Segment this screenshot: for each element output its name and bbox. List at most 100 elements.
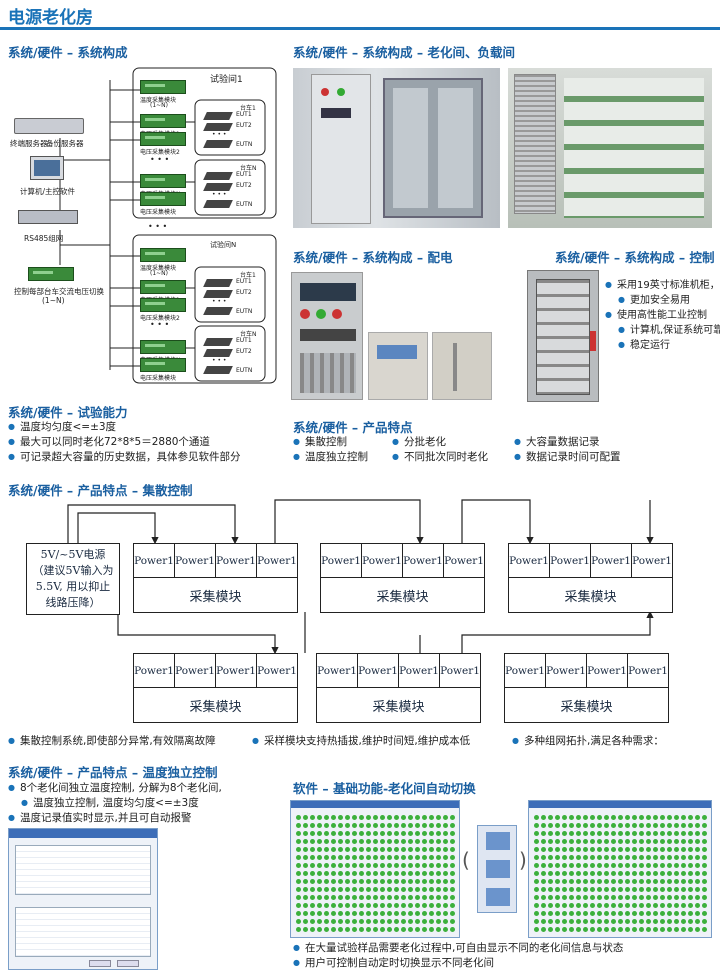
power-slot: Power1 [402,543,444,578]
eut-icon [203,290,233,298]
temp-bullet: 温度记录值实时显示,并且可自动报警 [8,811,222,826]
software-screen-left [290,800,460,938]
software-bullet: 在大量试验样品需要老化过程中,可自由显示不同的老化间信息与状态 [293,941,623,956]
eutN-label: EUTN [236,308,253,315]
section-test-capability: 系统/硬件 – 试验能力 [8,405,128,420]
rs485-label: RS485组网 [24,234,64,243]
temp-bullets: 8个老化间独立温度控制, 分解为8个老化间, 温度独立控制, 温度均匀度<=±3… [8,781,222,826]
power-source-line1: 5V/~5V电源 [40,548,106,561]
computer-label: 计算机/主控软件 [20,187,76,196]
ctrl-board-label: 控制每部台车交流电压切换 [14,287,104,296]
aging-room-photo [293,68,500,228]
feature-item: 集散控制 [293,435,347,450]
test-capability-item: 可记录超大容量的历史数据，具体参见软件部分 [8,450,241,465]
decentral-bullet: 采样模块支持热插拔,维护时间短,维护成本低 [252,734,470,749]
switch-icon [18,210,78,224]
power-slot: Power1 [256,543,298,578]
power-slot: Power1 [504,653,546,688]
decentral-bullet: 集散控制系统,即使部分异常,有效隔离故障 [8,734,216,749]
power-panel-photo [291,272,363,400]
controller-box-photo [368,332,428,400]
ctrl-board-range: (1~N) [42,296,65,305]
control-bullet-1: 采用19英寸标准机柜， [605,278,720,293]
decentral-bullet: 多种组网拓扑,满足各种需求： [512,734,664,749]
power-slot: Power1 [256,653,298,688]
right-bracket-icon: ) [519,848,527,872]
dots-3: • • • [212,191,227,198]
section-system-structure: 系统/硬件 – 系统构成 [8,45,128,60]
cart1-label: 台车1 [240,105,256,112]
feature-item: 不同批次同时老化 [392,450,488,465]
dots-2: • • • [212,131,227,138]
test-capability-item: 温度均匀度<=±3度 [8,420,240,435]
feature-item: 分批老化 [392,435,446,450]
power-slot: Power1 [590,543,632,578]
eut1-label: EUT1 [236,111,252,118]
power-source-line4: 线路压降） [45,596,101,609]
power-slot: Power1 [174,653,216,688]
dots-4: • • • [148,222,168,231]
control-bullet-1b: 更加安全易用 [605,293,720,308]
eut-icon [203,349,233,357]
collect-module: 采集模块 [508,577,673,613]
power-slot: Power1 [508,543,550,578]
power-slot: Power1 [361,543,403,578]
vmod2-label: 电压采集模块2 [140,315,180,322]
eut-icon [203,172,233,180]
section-product-features: 系统/硬件 – 产品特点 [293,420,413,435]
left-bracket-icon: ( [462,848,470,872]
temp-bullet: 温度独立控制, 温度均匀度<=±3度 [8,796,222,811]
temp-module-label: 温度采集模块 [140,265,177,272]
collect-module: 采集模块 [133,687,298,723]
backup-server-label: 备份服务器 [46,139,84,148]
power-slot: Power1 [549,543,591,578]
power-slot: Power1 [133,653,175,688]
eut2-label: EUT2 [236,182,252,189]
vmodN-icon [140,174,186,188]
room-switch-icon [477,825,517,913]
power-slot: Power1 [631,543,673,578]
eut-icon [203,140,233,148]
power-slot: Power1 [545,653,587,688]
vmod-label: 电压采集模块 [140,209,177,216]
decentral-wiring [67,499,654,655]
eut-icon [203,307,233,315]
vmod-label: 电压采集模块 [140,375,177,382]
section-decentral-control: 系统/硬件 – 产品特点 – 集散控制 [8,483,193,498]
power-source-line3: 5.5V, 用以抑止 [35,580,111,593]
power-source-box: 5V/~5V电源 （建议5V输入为 5.5V, 用以抑止 线路压降） [26,543,120,615]
title-bar: 电源老化房 [0,0,720,30]
cart1-label: 台车1 [240,272,256,279]
eut2-label: EUT2 [236,348,252,355]
eut-icon [203,183,233,191]
temp-module-range: (1~N) [150,270,169,277]
power-source-line2: （建议5V输入为 [32,564,114,577]
power-slot: Power1 [320,543,362,578]
vmodN-icon [140,340,186,354]
software-bullets: 在大量试验样品需要老化过程中,可自由显示不同的老化间信息与状态 用户可控制自动定… [293,941,623,971]
eutN-label: EUTN [236,141,253,148]
vmod-icon [140,192,186,206]
vmod2-icon [140,132,186,146]
feature-item: 数据记录时间可配置 [514,450,621,465]
power-slot: Power1 [215,653,257,688]
dots-1: • • • [150,155,170,164]
collect-module: 采集模块 [504,687,669,723]
load-room-photo [508,68,712,228]
eutN-label: EUTN [236,367,253,374]
section-power-dist: 系统/硬件 – 系统构成 – 配电 [293,250,453,265]
eut-icon [203,123,233,131]
power-slot: Power1 [357,653,399,688]
computer-icon [30,156,64,180]
power-slot: Power1 [174,543,216,578]
test-capability-list: 温度均匀度<=±3度 最大可以同时老化72*8*5＝2880个通道 可记录超大容… [8,420,241,465]
temp-bullet: 8个老化间独立温度控制, 分解为8个老化间, [8,781,222,796]
power-slot: Power1 [215,543,257,578]
temp-module-label: 温度采集模块 [140,97,177,104]
roomN-label: 试验间N [210,241,237,249]
dots-6: • • • [212,298,227,305]
collect-module: 采集模块 [320,577,485,613]
feature-item: 温度独立控制 [293,450,368,465]
section-control: 系统/硬件 – 系统构成 – 控制 [555,250,715,265]
eut-icon [203,112,233,120]
